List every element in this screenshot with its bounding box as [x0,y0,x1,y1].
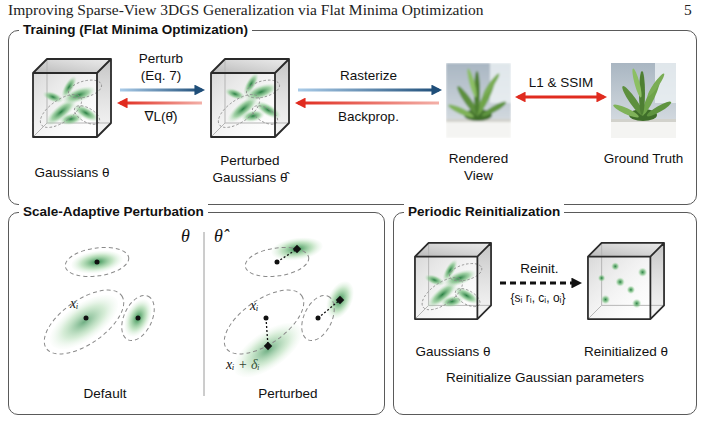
page-number: 5 [684,1,692,20]
symbol-label: xᵢ [70,296,78,313]
node-graphic-use [611,63,676,138]
flow-arrow [120,102,202,105]
image-view: Rendered View [446,63,511,138]
node-graphic [413,241,493,321]
node-label: Rendered View [439,151,519,185]
running-head: Improving Sparse-View 3DGS Generalizatio… [8,1,484,20]
node-graphic-use [588,243,664,319]
caption-label: Reinitialize Gaussian parameters [425,370,665,387]
perturbation-panel: Scale-Adaptive Perturbation [8,212,385,415]
caption-label: Perturbed [238,386,338,403]
symbol-label: xᵢ + δᵢ [226,357,260,374]
edge-label: ∇L(θ̂) [126,109,196,126]
node-label: Gaussians θ [12,165,132,182]
flow-arrow [298,102,439,105]
gaussian-cube: Reinitialized θ [586,241,666,321]
node-graphic [586,241,666,321]
edge-label: Perturb (Eq. 7) [129,51,193,85]
node-graphic-use [211,59,289,137]
edge-label: Reinit. [500,261,580,278]
node-label: Perturbed Gaussians θ̂ [205,153,295,187]
symbol-label: θ̂ [214,226,223,248]
edge-label: Backprop. [319,109,419,126]
symbol-label: xᵢ [250,298,258,315]
panel-heading: Periodic Reinitialization [404,203,564,221]
node-graphic-use [33,59,111,137]
edge-label: Rasterize [319,68,419,85]
panel-heading: Scale-Adaptive Perturbation [19,203,208,221]
gaussian-cube: Gaussians θ [413,241,493,321]
caption-label: Default [55,386,155,403]
gaussian-cube: Gaussians θ [31,57,113,139]
separator-line [204,232,205,396]
node-graphic [611,63,676,138]
symbol-label: θ [181,226,190,248]
flow-arrow [120,89,202,92]
gaussian-cube: Perturbed Gaussians θ̂ [209,57,291,139]
flow-arrow [518,96,604,99]
node-label: Ground Truth [604,151,684,168]
default-gaussians [34,244,161,367]
flow-arrow [298,89,439,92]
panel-heading: Training (Flat Minima Optimization) [19,21,252,39]
node-graphic [209,57,291,139]
node-graphic-use [415,243,491,319]
node-graphic-use [446,63,511,138]
node-graphic [446,63,511,138]
perturbed-gaussians [214,234,360,387]
flow-arrow [500,282,579,285]
node-label: Gaussians θ [388,344,518,361]
edge-label: L1 & SSIM [511,75,611,92]
node-label: Reinitialized θ [561,344,691,361]
parameter-set: {sᵢ rᵢ, cᵢ, oᵢ} [478,291,598,306]
node-graphic [31,57,113,139]
image-view: Ground Truth [611,63,676,138]
